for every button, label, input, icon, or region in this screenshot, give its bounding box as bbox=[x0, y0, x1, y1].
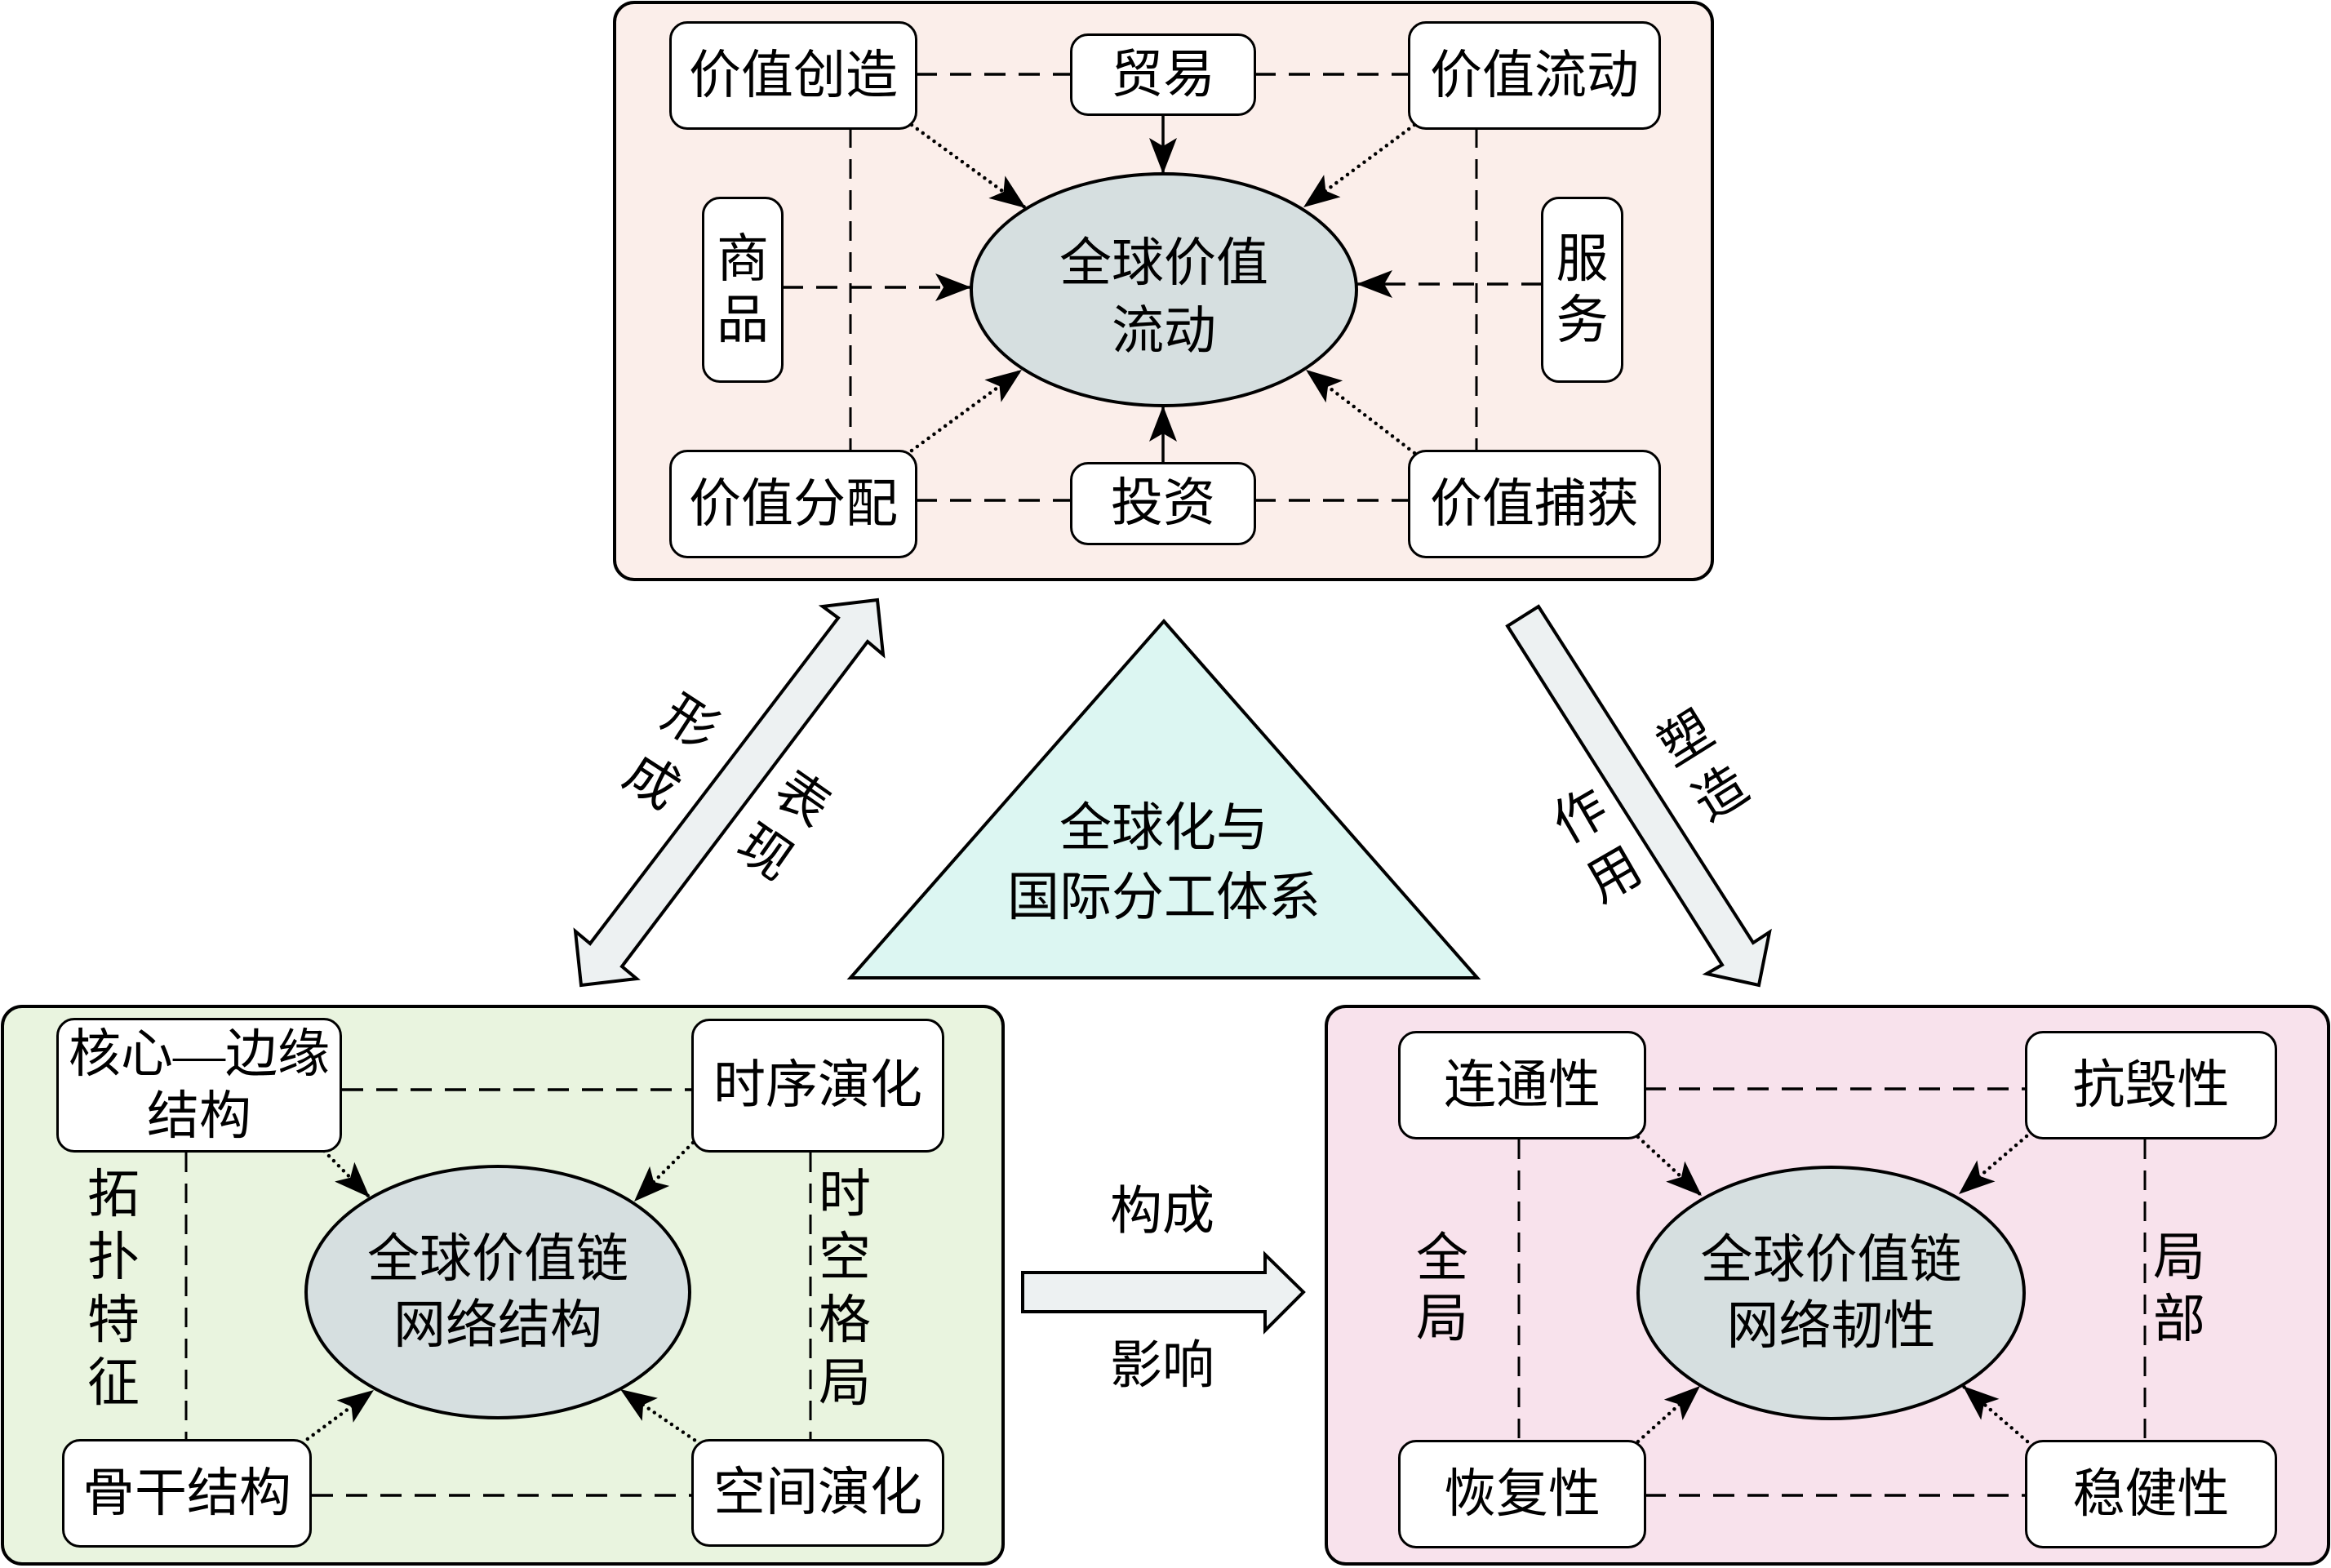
core-global-value-flow: 全球价值 流动 bbox=[970, 172, 1358, 407]
node-value-creation: 价值创造 bbox=[669, 21, 917, 130]
arrow-invulnerability-to-core bbox=[1956, 1134, 2029, 1197]
arrow-recoverability-to-core bbox=[1636, 1384, 1703, 1444]
node-spatial-evolution: 空间演化 bbox=[691, 1439, 944, 1547]
node-label: 骨干结构 bbox=[82, 1464, 291, 1522]
node-goods: 商品 bbox=[702, 197, 784, 383]
relation-label-constitutes: 构成 bbox=[1110, 1182, 1214, 1241]
side-label-global: 全局 bbox=[1416, 1229, 1468, 1348]
core-gvc-network-resilience: 全球价值链 网络韧性 bbox=[1636, 1166, 2026, 1420]
arrow-temporal-to-core bbox=[632, 1135, 700, 1204]
node-investment: 投资 bbox=[1070, 462, 1256, 545]
network-structure-connectors bbox=[184, 1088, 812, 1497]
center-label-line-1: 全球化与 bbox=[1059, 799, 1268, 857]
arrow-connectivity-to-core bbox=[1636, 1135, 1704, 1198]
relation-arrow-structure-resilience bbox=[1021, 1250, 1306, 1335]
node-temporal-evolution: 时序演化 bbox=[691, 1019, 944, 1153]
side-label-spatiotemporal-pattern: 时空格局 bbox=[819, 1166, 871, 1412]
arrow-robustness-to-core bbox=[1960, 1384, 2030, 1444]
side-label-local: 局部 bbox=[2153, 1228, 2205, 1348]
side-label-topology: 拓扑特征 bbox=[87, 1166, 140, 1412]
center-system-label: 全球化与 国际分工体系 bbox=[1007, 793, 1321, 932]
center-label-line-2: 国际分工体系 bbox=[1007, 868, 1321, 926]
arrow-value-distribution-to-core bbox=[909, 367, 1024, 453]
relation-label-influences: 影响 bbox=[1110, 1336, 1214, 1395]
node-value-capture: 价值捕获 bbox=[1408, 450, 1661, 558]
node-label: 价值创造 bbox=[689, 46, 898, 104]
node-label: 空间演化 bbox=[713, 1464, 922, 1521]
arrow-spatial-to-core bbox=[618, 1387, 703, 1446]
core-label-line-2: 网络结构 bbox=[393, 1296, 602, 1354]
node-backbone-structure: 骨干结构 bbox=[62, 1439, 312, 1548]
core-label-line-1: 全球价值链 bbox=[367, 1230, 628, 1288]
relation-arrow-flow-resilience bbox=[1505, 604, 1772, 988]
arrow-core-periphery-to-core bbox=[322, 1148, 372, 1200]
node-label: 商品 bbox=[717, 230, 769, 349]
node-core-periphery-structure: 核心—边缘 结构 bbox=[56, 1018, 342, 1153]
node-label: 价值分配 bbox=[689, 474, 898, 533]
value-flow-connectors bbox=[782, 73, 1543, 502]
node-label: 贸易 bbox=[1111, 45, 1215, 104]
core-label-line-2: 流动 bbox=[1112, 301, 1216, 360]
node-label: 投资 bbox=[1111, 474, 1215, 532]
core-gvc-network-structure: 全球价值链 网络结构 bbox=[304, 1165, 691, 1419]
node-label: 抗毁性 bbox=[2072, 1055, 2230, 1114]
core-label-line-1: 全球价值 bbox=[1059, 233, 1268, 292]
node-label: 恢复性 bbox=[1444, 1464, 1601, 1523]
arrow-backbone-to-core bbox=[300, 1388, 376, 1446]
relation-arrow-structure-flow bbox=[573, 597, 886, 988]
center-triangle bbox=[846, 618, 1481, 979]
node-trade: 贸易 bbox=[1070, 33, 1256, 116]
arrow-value-flow-to-core bbox=[1301, 122, 1417, 210]
node-label-line-1: 核心—边缘 bbox=[69, 1024, 330, 1083]
node-recoverability: 恢复性 bbox=[1398, 1440, 1646, 1548]
node-services: 服务 bbox=[1541, 197, 1623, 383]
node-label-line-2: 结构 bbox=[147, 1086, 251, 1145]
node-label: 价值捕获 bbox=[1430, 474, 1639, 533]
node-label: 时序演化 bbox=[713, 1056, 922, 1114]
node-label: 连通性 bbox=[1444, 1055, 1601, 1114]
network-resilience-connectors bbox=[1517, 1087, 2147, 1497]
node-label: 服务 bbox=[1556, 230, 1609, 349]
node-robustness: 稳健性 bbox=[2025, 1440, 2277, 1548]
core-label-line-1: 全球价值链 bbox=[1700, 1231, 1962, 1289]
arrow-value-capture-to-core bbox=[1303, 367, 1417, 455]
node-value-distribution: 价值分配 bbox=[669, 450, 917, 558]
core-label-line-2: 网络韧性 bbox=[1726, 1297, 1936, 1355]
node-invulnerability: 抗毁性 bbox=[2025, 1031, 2277, 1139]
arrow-value-creation-to-core bbox=[909, 122, 1028, 211]
node-connectivity: 连通性 bbox=[1398, 1031, 1646, 1139]
node-label: 价值流动 bbox=[1430, 46, 1639, 104]
node-label: 稳健性 bbox=[2072, 1464, 2230, 1523]
node-value-flow: 价值流动 bbox=[1408, 21, 1661, 130]
